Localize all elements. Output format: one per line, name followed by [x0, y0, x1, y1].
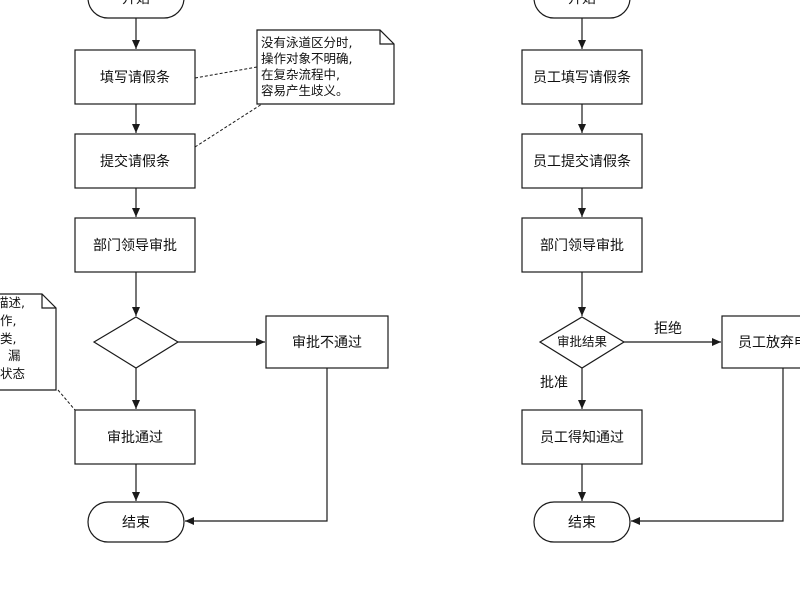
right-decision-diamond[interactable]: 审批结果: [538, 316, 626, 369]
note-bottom-line4: 漏: [8, 348, 21, 363]
left-decision-diamond[interactable]: [92, 316, 180, 369]
right-approve-label: 员工得知通过: [540, 429, 624, 446]
left-approve-label: 审批通过: [107, 430, 163, 446]
left-arrow-reject-end: [185, 368, 328, 525]
left-note-top: 没有泳道区分时, 操作对象不明确, 在复杂流程中, 容易产生歧义。: [256, 29, 395, 105]
left-flowchart: 开始 填写请假条 提交请假条 部门领导审批 审批不通过: [0, 0, 395, 543]
right-reject-label: 员工放弃申: [738, 335, 800, 351]
right-step-abandon[interactable]: 员工放弃申: [721, 315, 800, 369]
right-end-terminal[interactable]: 结束: [533, 501, 631, 543]
note-top-line3: 在复杂流程中,: [261, 67, 340, 82]
left-end-terminal[interactable]: 结束: [87, 501, 185, 543]
left-step-rejected[interactable]: 审批不通过: [265, 315, 389, 369]
note-top-line4: 容易产生歧义。: [261, 83, 349, 98]
left-end-label: 结束: [122, 515, 150, 531]
right-approve-edge-label: 批准: [540, 375, 568, 391]
right-step-fill-form[interactable]: 员工填写请假条: [521, 49, 643, 105]
right-reject-edge-label: 拒绝: [654, 321, 682, 337]
left-step-approved[interactable]: 审批通过: [74, 409, 196, 465]
note-bottom-connector: [57, 389, 76, 411]
left-step3-label: 部门领导审批: [93, 238, 177, 254]
left-step-fill-form[interactable]: 填写请假条: [74, 49, 196, 105]
left-step-manager-review[interactable]: 部门领导审批: [74, 217, 196, 273]
left-step-submit-form[interactable]: 提交请假条: [74, 133, 196, 189]
note-bottom-line5: 状态: [0, 366, 25, 381]
right-start-terminal[interactable]: 开始: [533, 0, 631, 19]
left-step2-label: 提交请假条: [100, 153, 170, 170]
note-top-line2: 操作对象不明确,: [261, 51, 352, 66]
right-step2-label: 员工提交请假条: [533, 153, 631, 170]
left-start-label: 开始: [122, 0, 150, 7]
right-decision-label: 审批结果: [557, 334, 608, 349]
right-step-notified[interactable]: 员工得知通过: [521, 409, 643, 465]
note-bottom-line1: 描述,: [0, 295, 25, 310]
left-reject-label: 审批不通过: [292, 335, 362, 351]
right-start-label: 开始: [568, 0, 596, 7]
right-arrow-abandon-end: [631, 368, 784, 525]
left-note-bottom: 描述, 作, 类, 漏 状态: [0, 293, 57, 391]
note-top-connector-1: [194, 66, 258, 79]
right-step3-label: 部门领导审批: [540, 238, 624, 254]
right-step-manager-review[interactable]: 部门领导审批: [521, 217, 643, 273]
left-step1-label: 填写请假条: [100, 69, 170, 86]
note-top-connector-2: [194, 103, 263, 148]
left-start-terminal[interactable]: 开始: [87, 0, 185, 19]
note-top-line1: 没有泳道区分时,: [261, 35, 352, 50]
right-end-label: 结束: [568, 515, 596, 531]
note-bottom-line3: 类,: [0, 331, 16, 346]
right-step1-label: 员工填写请假条: [533, 69, 631, 86]
right-step-submit-form[interactable]: 员工提交请假条: [521, 133, 643, 189]
right-flowchart: 开始 员工填写请假条 员工提交请假条 部门领导审批 审批结果 拒绝 批准 员工放…: [521, 0, 800, 543]
note-bottom-line2: 作,: [0, 313, 16, 328]
